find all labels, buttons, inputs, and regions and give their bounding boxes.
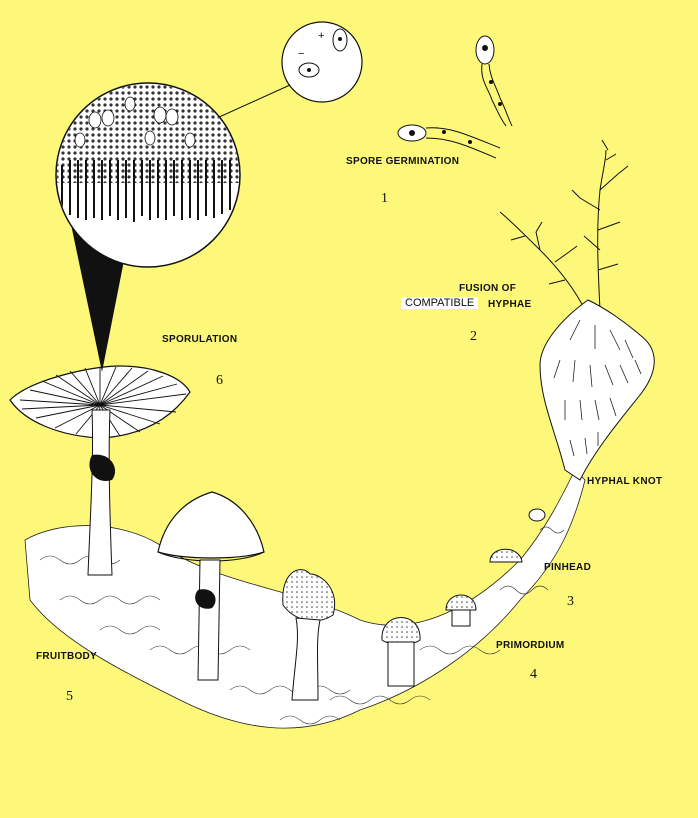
conical-fruitbody-cap [157, 491, 265, 559]
spore-minus-sign: − [298, 48, 305, 60]
germinating-spore-horizontal [397, 124, 501, 159]
label-hyphae: HYPHAE [488, 299, 532, 310]
stage-number-5: 5 [66, 689, 73, 704]
hyphal-mass [539, 299, 655, 481]
label-sporulation: SPORULATION [162, 334, 238, 345]
stage-number-6: 6 [216, 373, 223, 388]
label-hyphal-knot: HYPHAL KNOT [587, 476, 663, 487]
label-fruitbody: FRUITBODY [36, 651, 98, 662]
spore-plus-sign: + [318, 30, 325, 42]
young-fruitbody-cap-1 [381, 617, 421, 645]
mycelium-substrate [24, 469, 586, 729]
label-fusion-of: FUSION OF [459, 283, 517, 294]
stage-number-2: 2 [470, 329, 477, 344]
hyphal-mass-texture [553, 319, 642, 457]
conical-fruitbody-ring [195, 589, 216, 609]
mycelium-threads [39, 526, 565, 725]
young-fruitbody-stem-2 [291, 617, 321, 701]
germinating-spore-vertical [475, 35, 513, 127]
young-fruitbody-cap-2 [282, 569, 336, 622]
hyphal-knot [528, 508, 546, 522]
stage-number-3: 3 [567, 594, 574, 609]
mature-fruitbody-gills [19, 366, 187, 438]
conical-fruitbody-stem [197, 559, 221, 681]
fusing-hyphae [499, 139, 629, 311]
label-compatible: COMPATIBLE [401, 297, 479, 309]
primordium-stem [451, 609, 471, 627]
label-pinhead: PINHEAD [544, 562, 592, 573]
stage-number-4: 4 [530, 667, 537, 682]
label-spore-germination: SPORE GERMINATION [346, 156, 460, 167]
label-primordium: PRIMORDIUM [496, 640, 565, 651]
pinhead [489, 548, 523, 563]
mature-fruitbody-ring [89, 454, 116, 481]
young-fruitbody-stem-1 [387, 641, 415, 687]
primordium-cap [445, 594, 477, 611]
stage-number-1: 1 [381, 191, 388, 206]
